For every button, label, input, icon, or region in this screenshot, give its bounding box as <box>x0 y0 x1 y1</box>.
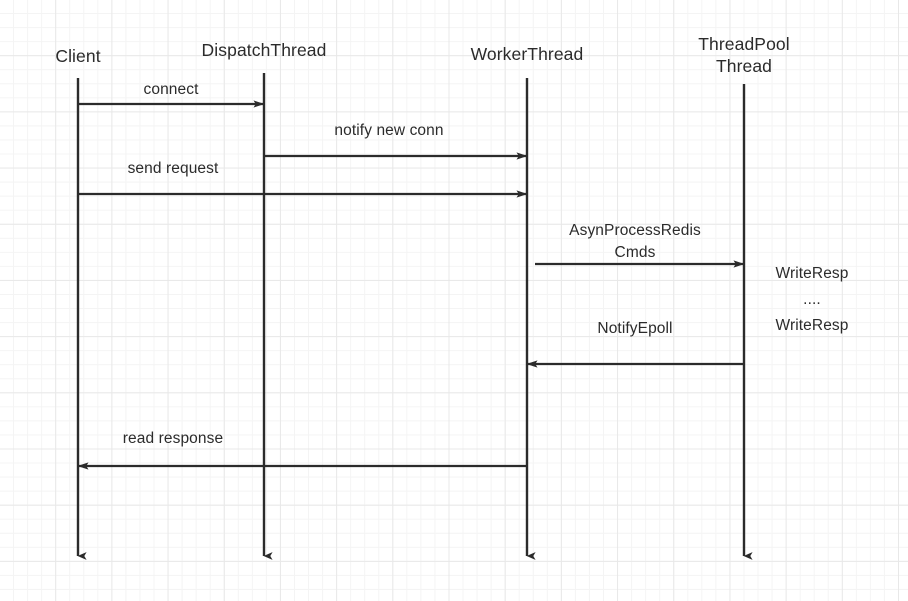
note-write-resp-last: WriteResp <box>775 317 849 334</box>
message-label-notify-epoll: NotifyEpoll <box>597 320 673 337</box>
lifeline-label-threadpoolthread: ThreadPool Thread <box>698 34 790 76</box>
message-label-read-response: read response <box>122 430 224 447</box>
message-label-notify-new-conn: notify new conn <box>334 122 444 139</box>
lifeline-label-workerthread: WorkerThread <box>470 44 584 64</box>
note-write-resp-ellipsis: .... <box>803 291 821 308</box>
message-label-connect: connect <box>143 81 199 98</box>
lifeline-label-client: Client <box>55 46 101 66</box>
lifelines-group <box>76 73 753 560</box>
messages-group <box>77 100 745 470</box>
note-write-resp-first: WriteResp <box>775 265 849 282</box>
lifeline-label-dispatchthread: DispatchThread <box>201 40 327 60</box>
message-label-send-request: send request <box>127 160 219 177</box>
message-label-asyn-process-redis-cmds: AsynProcessRedis Cmds <box>569 222 701 261</box>
